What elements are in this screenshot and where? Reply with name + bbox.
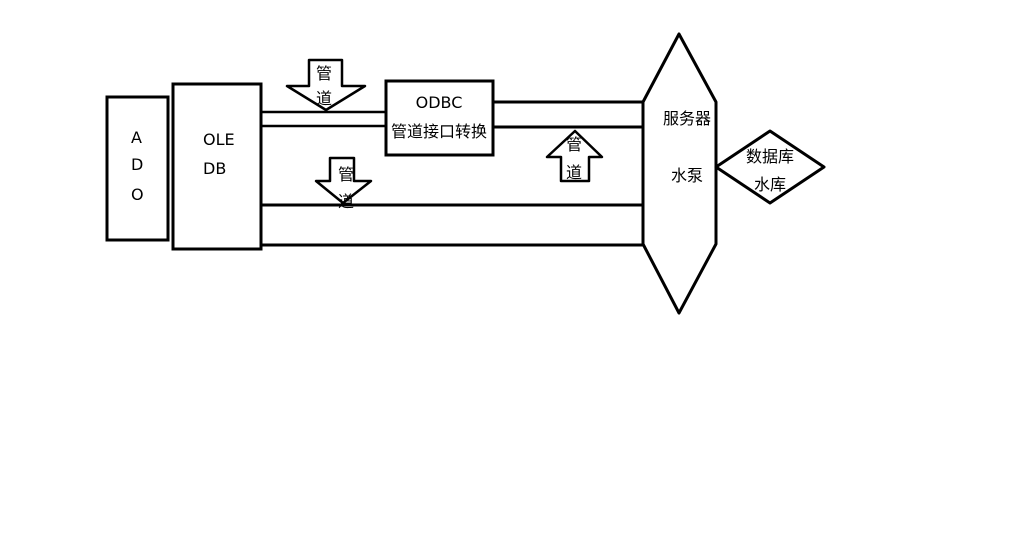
pipe-arrow-1-line1: 管 — [316, 64, 332, 83]
odbc-label-line1: ODBC — [416, 93, 463, 112]
pipe-lower — [262, 203, 643, 247]
pipe-arrow-1-line2: 道 — [316, 89, 332, 108]
server-label-line1: 服务器 — [663, 109, 711, 128]
pipe-down-arrow-2: 管 道 — [314, 156, 373, 211]
ado-letter-a: A — [131, 128, 142, 147]
ado-box: A D O — [105, 95, 170, 242]
ado-letter-d: D — [131, 155, 143, 174]
pipe-upper-left — [262, 110, 386, 128]
oledb-label-line1: OLE — [203, 130, 235, 149]
pipe-arrow-2-line1: 管 — [338, 165, 354, 184]
oledb-label-line2: DB — [203, 159, 226, 178]
server-hexagon: 服务器 水泵 — [641, 32, 718, 315]
server-label-line2: 水泵 — [671, 166, 703, 185]
odbc-box: ODBC 管道接口转换 — [384, 79, 495, 157]
odbc-label-line2: 管道接口转换 — [391, 122, 487, 141]
database-label-line1: 数据库 — [746, 147, 794, 166]
database-label-line2: 水库 — [754, 175, 786, 194]
oledb-box: OLE DB — [171, 82, 263, 251]
pipe-upper-right — [493, 100, 643, 129]
pipe-arrow-3-line1: 管 — [566, 135, 582, 154]
ado-letter-o: O — [131, 185, 144, 204]
pipe-up-arrow: 管 道 — [545, 129, 604, 183]
pipe-arrow-3-line2: 道 — [566, 163, 582, 182]
pipe-arrow-2-line2: 道 — [338, 192, 354, 211]
database-diamond: 数据库 水库 — [714, 129, 826, 205]
pipe-down-arrow-1: 管 道 — [285, 58, 367, 112]
